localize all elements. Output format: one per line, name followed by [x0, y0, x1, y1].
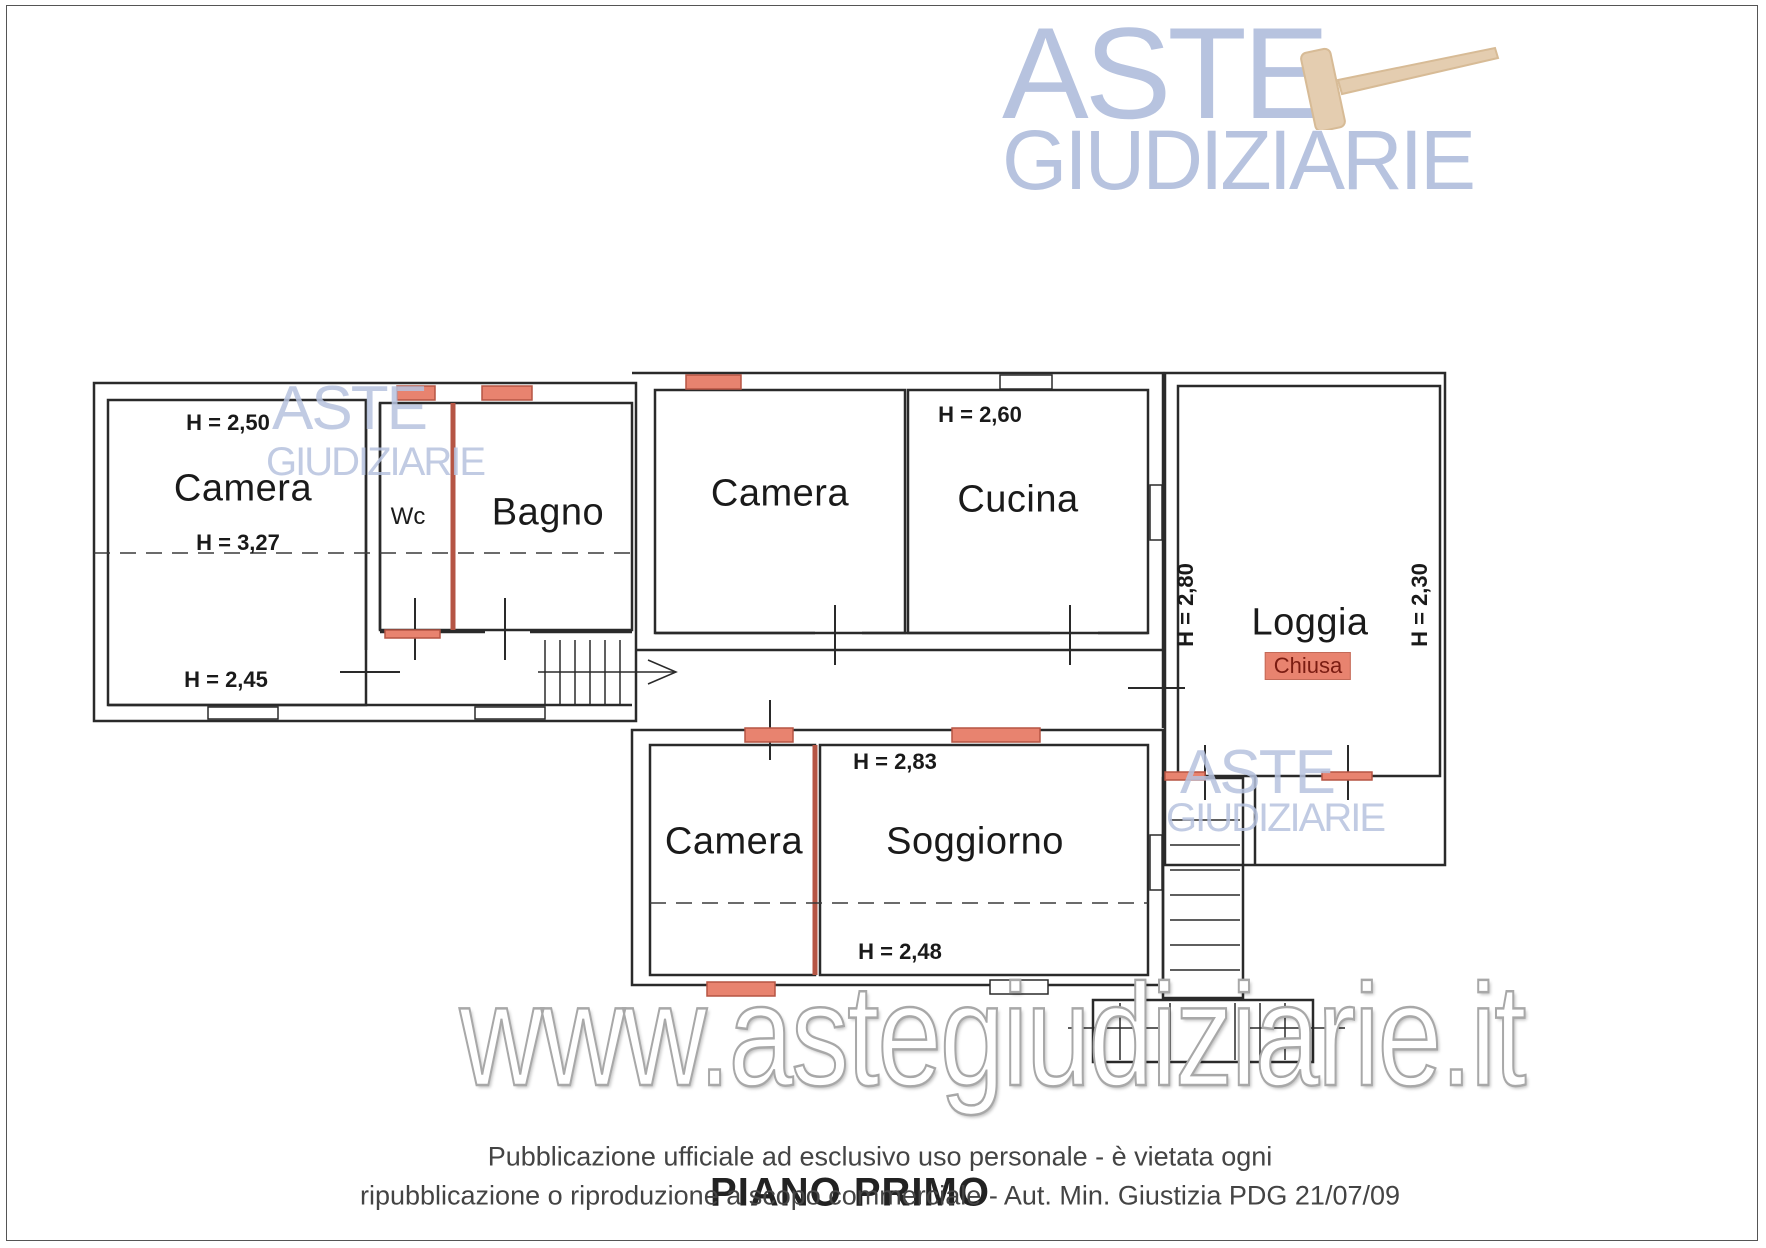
left-wing-outer-wall: [92, 381, 638, 723]
room-cucina: Cucina: [957, 478, 1079, 521]
window: [384, 629, 441, 639]
watermark-brand-line1: ASTE: [1002, 0, 1330, 146]
window: [396, 385, 436, 401]
stair-bottom: [1091, 998, 1315, 1064]
watermark-small-1-line2: GIUDIZIARIE: [266, 440, 486, 484]
height-camera-left-mid: H = 3,27: [196, 530, 280, 555]
room-soggiorno: Soggiorno: [886, 820, 1064, 863]
height-cucina: H = 2,60: [938, 402, 1022, 427]
room-wc: Wc: [390, 503, 426, 530]
window: [706, 981, 776, 997]
window: [1164, 771, 1206, 781]
drawing-frame: [6, 5, 1758, 1241]
floor-title: PIANO PRIMO: [710, 1170, 990, 1215]
window: [685, 374, 742, 390]
watermark-small-2-line2: GIUDIZIARIE: [1166, 796, 1386, 840]
room-loggia: Loggia: [1251, 601, 1369, 644]
window: [951, 727, 1041, 743]
watermark-small-2-line1: ASTE: [1180, 738, 1336, 807]
gavel-icon: [1300, 46, 1500, 130]
height-loggia-right: H = 2,30: [1407, 563, 1432, 647]
notice-line1: Pubblicazione ufficiale ad esclusivo uso…: [487, 1141, 1273, 1172]
room-camera-bottom: Camera: [664, 820, 804, 863]
height-camera-left-bottom: H = 2,45: [184, 667, 268, 692]
room-camera-mid: Camera: [710, 472, 850, 515]
height-soggiorno-bottom: H = 2,48: [858, 939, 942, 964]
loggia-note-badge: Chiusa: [1264, 652, 1352, 680]
height-loggia-left: H = 2,80: [1173, 563, 1198, 647]
loggia-wall: [1163, 371, 1447, 867]
height-soggiorno-top: H = 2,83: [853, 749, 937, 774]
watermark-brand-line2: GIUDIZIARIE: [1002, 113, 1476, 207]
watermark-url: www.astegiudiziarie.it: [459, 953, 1528, 1118]
window: [744, 727, 794, 743]
window: [1321, 771, 1373, 781]
window: [481, 385, 533, 401]
height-camera-left-top: H = 2,50: [186, 410, 270, 435]
watermark-small-1-line1: ASTE: [272, 374, 428, 443]
room-camera-left: Camera: [173, 467, 313, 510]
notice-line2: ripubblicazione o riproduzione a scopo c…: [359, 1180, 1401, 1211]
room-bagno: Bagno: [491, 491, 605, 534]
soggiorno-wall: [818, 743, 1150, 977]
